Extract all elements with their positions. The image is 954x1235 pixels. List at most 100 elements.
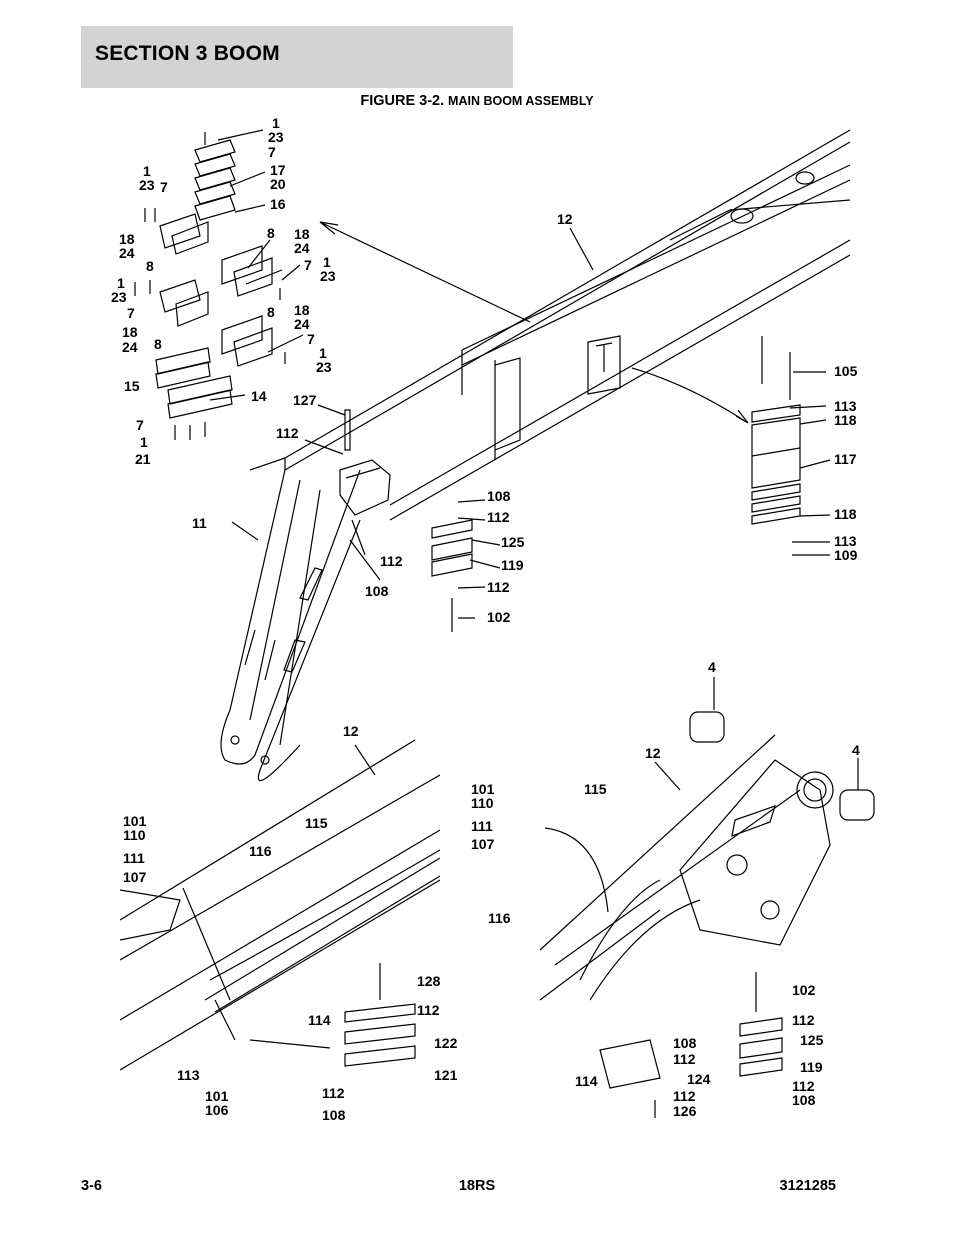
callout: 116 <box>488 910 511 926</box>
callout: 12 <box>557 211 573 227</box>
callout: 21 <box>135 451 151 467</box>
callout: 119 <box>501 557 524 573</box>
callout: 107 <box>471 836 495 852</box>
callout: 101 <box>205 1088 229 1104</box>
callout: 108 <box>365 583 389 599</box>
callout: 118 <box>834 506 857 522</box>
model-name: 18RS <box>458 1178 496 1194</box>
callout: 122 <box>434 1035 458 1051</box>
callout: 108 <box>673 1035 697 1051</box>
callout: 107 <box>123 869 147 885</box>
line-art <box>119 129 875 1118</box>
callout: 8 <box>154 336 162 352</box>
callout: 115 <box>584 781 607 797</box>
callout: 20 <box>270 176 286 192</box>
callout: 108 <box>792 1092 816 1108</box>
callout: 111 <box>123 850 145 866</box>
callout: 24 <box>119 245 135 261</box>
callout: 112 <box>673 1088 696 1104</box>
callout: 18 <box>294 302 310 318</box>
callout: 112 <box>380 553 403 569</box>
callout: 115 <box>305 815 328 831</box>
callout: 112 <box>322 1085 345 1101</box>
callout: 112 <box>487 579 510 595</box>
callout: 12 <box>645 745 661 761</box>
callout: 112 <box>487 509 510 525</box>
callout: 1 <box>143 163 151 179</box>
callout: 7 <box>304 257 312 273</box>
callout: 1 <box>272 115 280 131</box>
callout: 105 <box>834 363 858 379</box>
callout: 112 <box>792 1078 815 1094</box>
callout: 8 <box>267 304 275 320</box>
figure-title: MAIN BOOM ASSEMBLY <box>448 94 594 108</box>
page-number: 3-6 <box>81 1178 102 1194</box>
callout: 24 <box>122 339 138 355</box>
callout: 1 <box>140 434 148 450</box>
callout: 117 <box>834 451 857 467</box>
callout: 15 <box>124 378 140 394</box>
callout: 108 <box>487 488 511 504</box>
callout: 110 <box>471 795 494 811</box>
callout: 118 <box>834 412 857 428</box>
callout: 23 <box>139 177 155 193</box>
callout: 110 <box>123 827 146 843</box>
callout: 8 <box>146 258 154 274</box>
callout: 4 <box>852 742 860 758</box>
figure-number: FIGURE 3-2. <box>360 93 445 109</box>
callout: 23 <box>111 289 127 305</box>
callout: 1 <box>323 254 331 270</box>
callout: 23 <box>320 268 336 284</box>
callout: 18 <box>294 226 310 242</box>
callout: 106 <box>205 1102 229 1118</box>
callout: 17 <box>270 162 286 178</box>
callout: 116 <box>249 843 272 859</box>
callout: 1 <box>319 345 327 361</box>
callout: 126 <box>673 1103 697 1119</box>
callout: 101 <box>123 813 147 829</box>
callout: 119 <box>800 1059 823 1075</box>
section-header-band: SECTION 3 BOOM <box>81 26 513 88</box>
callout: 125 <box>501 534 525 550</box>
callout: 8 <box>267 225 275 241</box>
callout: 124 <box>687 1071 711 1087</box>
callout: 101 <box>471 781 495 797</box>
callout: 23 <box>316 359 332 375</box>
callout: 4 <box>708 659 716 675</box>
section-title: SECTION 3 BOOM <box>95 42 280 65</box>
callout: 12 <box>343 723 359 739</box>
callout: 112 <box>792 1012 815 1028</box>
callout: 109 <box>834 547 858 563</box>
callout: 24 <box>294 316 310 332</box>
callouts: 1 23 7 17 20 16 1 23 7 18 24 8 8 18 24 7… <box>111 115 860 1123</box>
callout: 7 <box>268 144 276 160</box>
callout: 11 <box>192 515 207 531</box>
document-number: 3121285 <box>779 1178 836 1194</box>
figure-caption: FIGURE 3-2. MAIN BOOM ASSEMBLY <box>0 92 954 109</box>
callout: 7 <box>136 417 144 433</box>
callout: 127 <box>293 392 317 408</box>
callout: 108 <box>322 1107 346 1123</box>
callout: 111 <box>471 818 493 834</box>
callout: 23 <box>268 129 284 145</box>
callout: 114 <box>575 1073 598 1089</box>
callout: 112 <box>417 1002 440 1018</box>
callout: 18 <box>119 231 135 247</box>
callout: 14 <box>251 388 267 404</box>
callout: 112 <box>673 1051 696 1067</box>
callout: 102 <box>792 982 816 998</box>
callout: 7 <box>160 179 168 195</box>
callout: 128 <box>417 973 441 989</box>
callout: 18 <box>122 324 138 340</box>
callout: 7 <box>307 331 315 347</box>
callout: 113 <box>834 533 857 549</box>
callout: 24 <box>294 240 310 256</box>
callout: 125 <box>800 1032 824 1048</box>
callout: 113 <box>834 398 857 414</box>
callout: 121 <box>434 1067 458 1083</box>
callout: 16 <box>270 196 286 212</box>
callout: 114 <box>308 1012 331 1028</box>
callout: 102 <box>487 609 511 625</box>
callout: 113 <box>177 1067 200 1083</box>
